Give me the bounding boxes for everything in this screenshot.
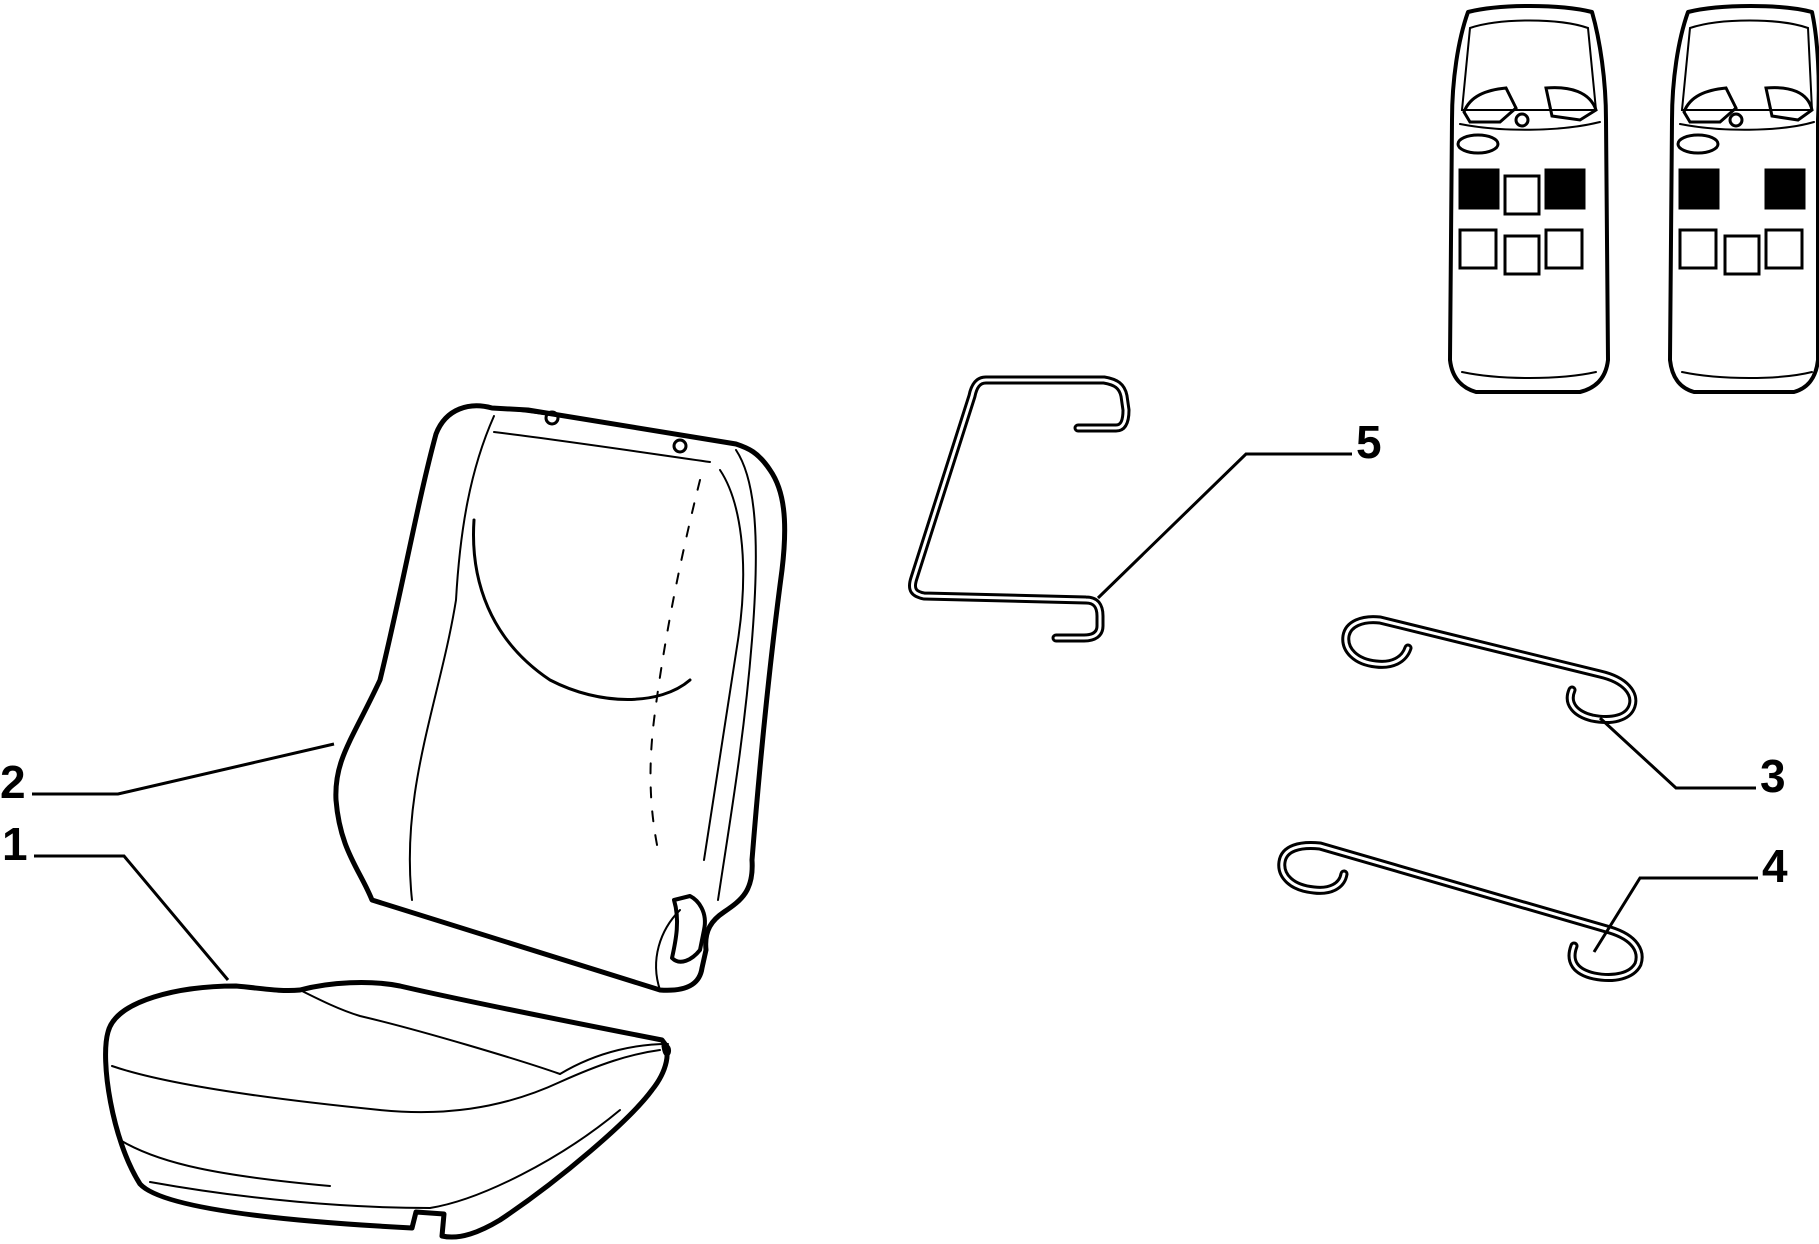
- callout-4: 4: [1762, 840, 1788, 892]
- leader-line-1: [34, 854, 230, 981]
- leader-line-3: [1598, 716, 1756, 790]
- leader-line-2: [32, 742, 335, 796]
- callout-1: 1: [2, 818, 28, 870]
- callout-3: 3: [1760, 750, 1786, 802]
- leader-line-5: [1096, 452, 1352, 600]
- seat-cushion-cover: [103, 980, 671, 1240]
- locator-left-front-right-seat: [1544, 168, 1586, 210]
- locator-vehicle-right: [1668, 4, 1819, 394]
- wire-clip-lower: [1277, 841, 1644, 982]
- locator-vehicle-left: [1448, 4, 1610, 394]
- locator-left-rear-left-seat: [1458, 228, 1498, 270]
- locator-left-rear-right-seat: [1544, 228, 1584, 270]
- locator-left-front-center-seat: [1503, 174, 1541, 216]
- locator-right-rear-left-seat: [1678, 228, 1718, 270]
- locator-right-rear-right-seat: [1764, 228, 1804, 270]
- seat-backrest-cover: [333, 403, 788, 993]
- callout-5: 5: [1356, 416, 1382, 468]
- locator-left-rear-center-seat: [1503, 234, 1541, 276]
- wire-clip-upper: [1341, 615, 1638, 724]
- leader-lines: [32, 452, 1758, 981]
- callout-2: 2: [0, 756, 26, 808]
- locator-right-front-right-seat: [1764, 168, 1806, 210]
- locator-right-rear-center-seat: [1723, 234, 1761, 276]
- backrest-wire-rod: [907, 375, 1131, 643]
- locator-right-front-left-seat: [1678, 168, 1720, 210]
- locator-left-front-left-seat: [1458, 168, 1500, 210]
- leader-line-4: [1592, 876, 1758, 953]
